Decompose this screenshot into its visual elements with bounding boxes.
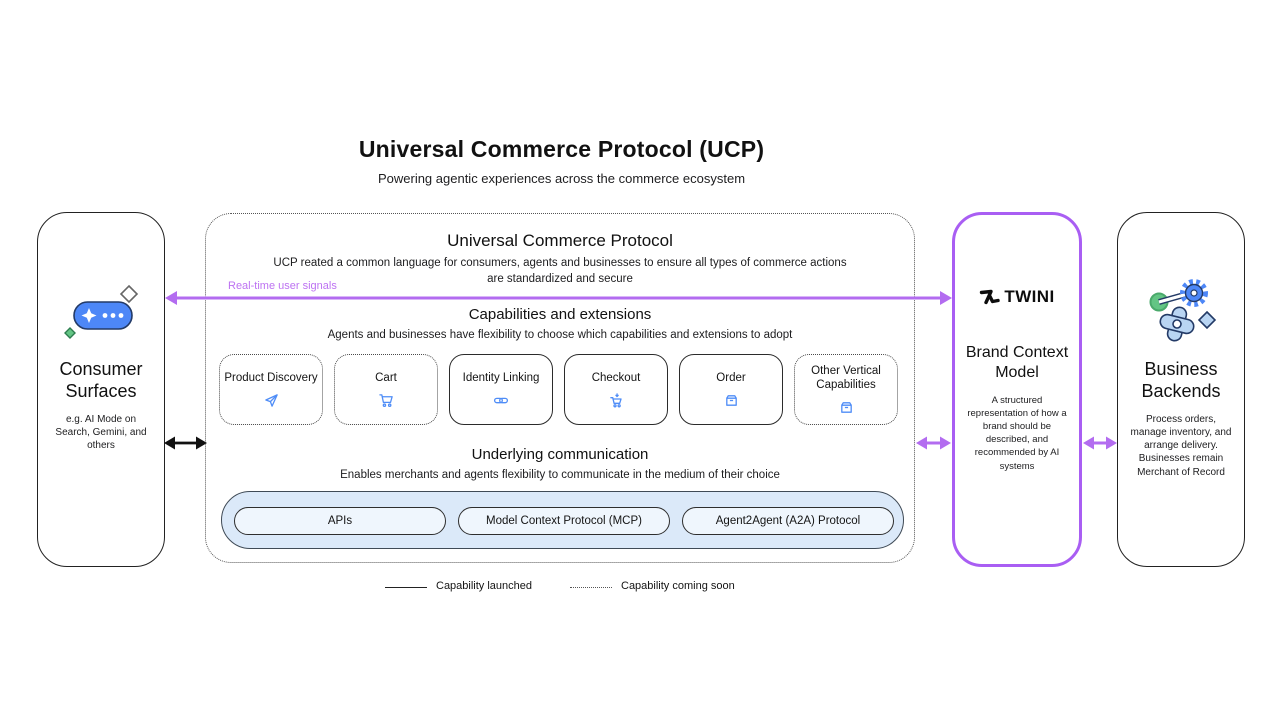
consumer-ucp-arrow [164,436,207,450]
business-backends-description: Process orders, manage inventory, and ar… [1130,413,1232,478]
legend-dotted-line [570,587,612,588]
protocols-container: APIs Model Context Protocol (MCP) Agent2… [221,491,904,549]
twini-logo-text: TWINI [1004,287,1055,306]
consumer-surfaces-box: Consumer Surfaces e.g. AI Mode on Search… [37,212,165,567]
legend-launched-label: Capability launched [436,580,533,592]
brand-context-model-title: Brand Context Model [965,344,1069,381]
capability-label: Cart [375,371,397,384]
legend-coming-soon-label: Capability coming soon [621,580,735,592]
link-icon [493,393,509,408]
cart-icon [378,393,394,408]
brand-context-model-description: A structured representation of how a bra… [967,395,1067,472]
ai-chat-pill-icon [61,275,141,347]
ucp-panel-title: Universal Commerce Protocol [447,231,673,250]
legend: Capability launched Capability coming so… [0,578,1278,598]
capability-label: Product Discovery [224,371,318,384]
capability-product-discovery: Product Discovery [219,354,323,425]
capability-label: Checkout [591,371,641,384]
consumer-surfaces-description: e.g. AI Mode on Search, Gemini, and othe… [55,413,147,452]
capabilities-title: Capabilities and extensions [468,306,652,323]
capability-cart: Cart [334,354,438,425]
page-title: Universal Commerce Protocol (UCP) [358,136,765,162]
capability-label: Order [716,371,746,384]
send-icon [264,393,279,408]
capability-label: Other Vertical Capabilities [811,364,881,391]
business-backends-title: Business Backends [1141,359,1221,401]
realtime-signals-label: Real-time user signals [228,280,337,292]
consumer-surfaces-title: Consumer Surfaces [59,359,143,401]
capabilities-section-header: Capabilities and extensions Agents and b… [206,306,914,341]
legend-solid-line [385,587,427,588]
capability-checkout: Checkout [564,354,668,425]
business-backends-box: Business Backends Process orders, manage… [1117,212,1245,567]
brand-context-model-box: TWINI Brand Context Model A structured r… [952,212,1082,567]
communication-description: Enables merchants and agents flexibility… [340,469,780,481]
order-box-icon [724,393,739,408]
capability-identity-linking: Identity Linking [449,354,553,425]
capability-other-vertical: Other Vertical Capabilities [794,354,898,425]
communication-title: Underlying communication [471,446,649,463]
protocol-pill-a2a: Agent2Agent (A2A) Protocol [682,507,894,535]
capabilities-description: Agents and businesses have flexibility t… [327,329,793,341]
communication-section-header: Underlying communication Enables merchan… [206,446,914,481]
ucp-panel: Universal Commerce Protocol UCP reated a… [205,213,915,563]
capability-order: Order [679,354,783,425]
ucp-twini-arrow [916,436,951,450]
twini-logo: TWINI [979,279,1054,315]
capability-label: Identity Linking [462,371,540,384]
page-subtitle: Powering agentic experiences across the … [377,171,746,186]
capabilities-row: Product Discovery Cart Identity Linking [219,354,903,425]
protocol-pill-mcp: Model Context Protocol (MCP) [458,507,670,535]
twini-business-arrow [1083,436,1117,450]
checkout-cart-icon [609,393,624,408]
ucp-panel-description: UCP reated a common language for consume… [273,257,847,285]
vertical-box-icon [839,400,854,415]
twini-logo-mark [980,289,1001,305]
gears-icon [1141,275,1221,347]
protocol-pill-apis: APIs [234,507,446,535]
